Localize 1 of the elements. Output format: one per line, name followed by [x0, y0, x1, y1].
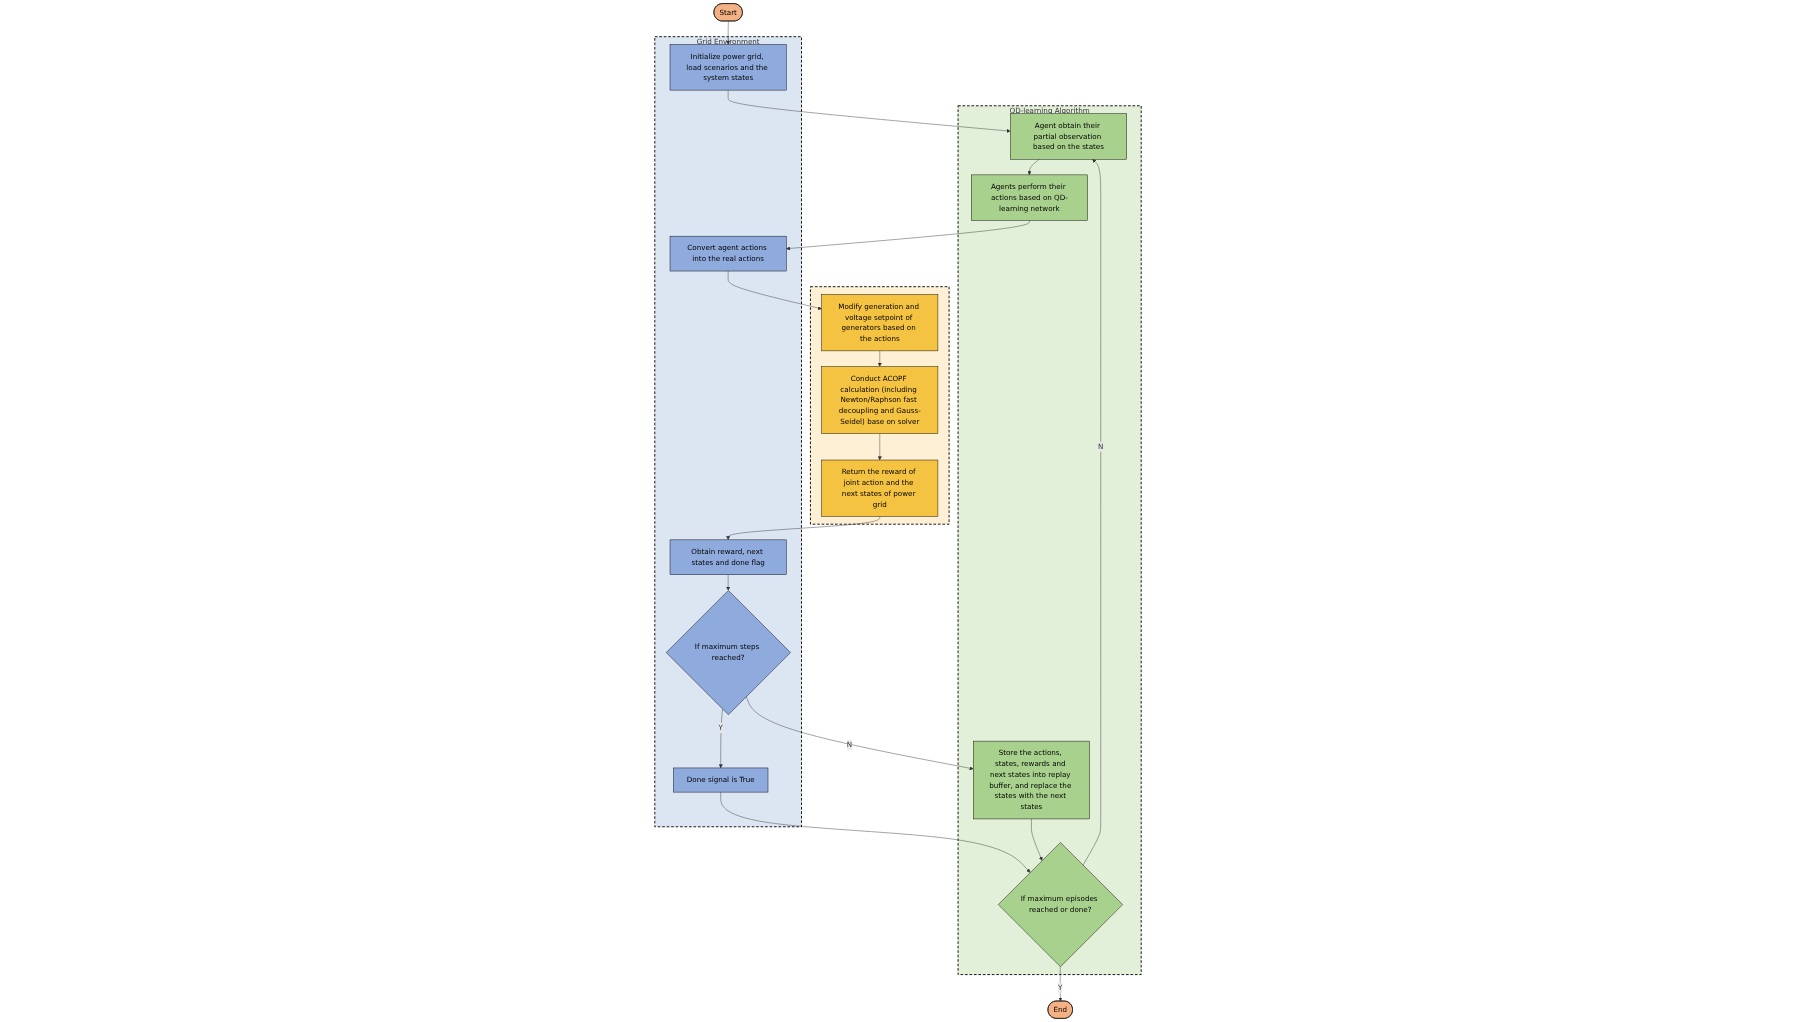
cluster — [810, 286, 950, 525]
